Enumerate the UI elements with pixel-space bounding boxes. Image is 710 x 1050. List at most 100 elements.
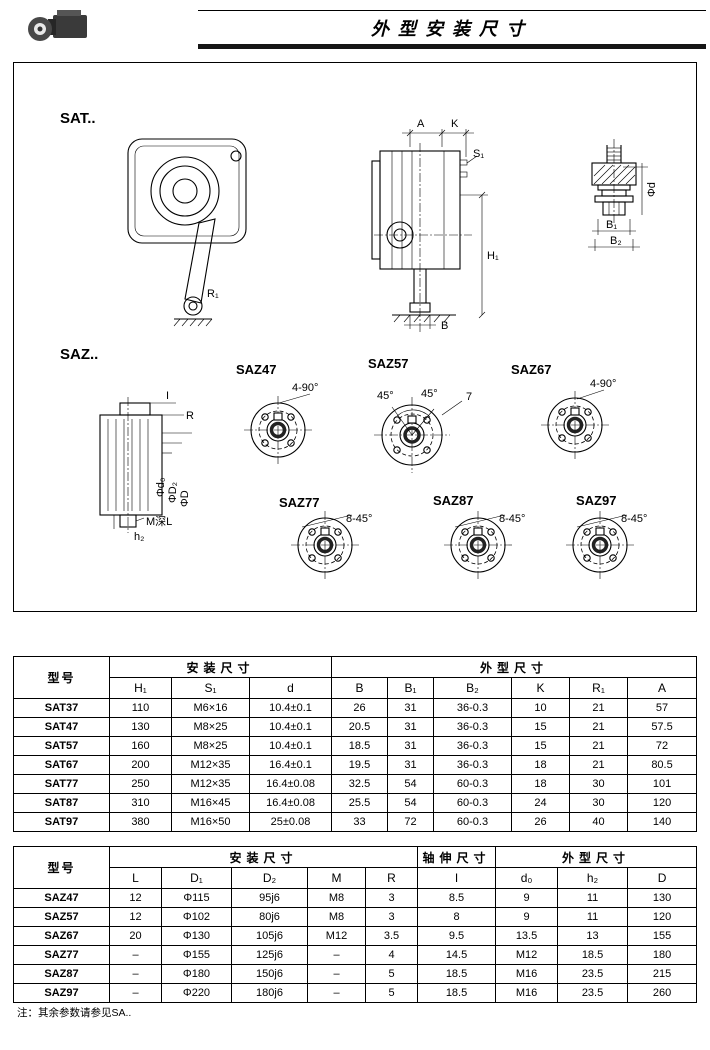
value-cell: 130 — [109, 717, 172, 737]
value-cell: 13.5 — [495, 926, 559, 946]
column-header: D — [627, 867, 698, 889]
model-cell: SAT57 — [13, 736, 110, 756]
value-cell: 18.5 — [557, 945, 629, 965]
sat-side-view — [371, 129, 488, 333]
value-cell: – — [109, 945, 162, 965]
dim-label-i: I — [166, 390, 169, 402]
value-cell: M12 — [307, 926, 366, 946]
value-cell: 10.4±0.1 — [248, 698, 333, 718]
page-title: 外型安装尺寸 — [371, 19, 533, 39]
value-cell: 72 — [627, 736, 698, 756]
value-cell: Φ155 — [161, 945, 232, 965]
value-cell: 23.5 — [557, 983, 629, 1003]
value-cell: 33 — [331, 812, 389, 832]
value-cell: 11 — [557, 888, 629, 908]
value-cell: 150j6 — [231, 964, 308, 984]
dim-label-b2: B₂ — [610, 235, 622, 247]
value-cell: 12 — [109, 888, 162, 908]
value-cell: 10.4±0.1 — [248, 717, 333, 737]
flange-view-saz97 — [566, 511, 634, 579]
value-cell: 31 — [387, 736, 435, 756]
dim-label-phid: Φd — [646, 182, 658, 197]
value-cell: 16.4±0.08 — [248, 774, 333, 794]
value-cell: M16×45 — [171, 793, 250, 813]
flange-view-saz77 — [291, 511, 359, 579]
model-cell: SAZ77 — [13, 945, 110, 965]
value-cell: 18.5 — [331, 736, 389, 756]
value-cell: 110 — [109, 698, 172, 718]
value-cell: 31 — [387, 755, 435, 775]
value-cell: 12 — [109, 907, 162, 927]
value-cell: 36-0.3 — [433, 698, 513, 718]
flange-view-saz67 — [541, 389, 609, 459]
flange-view-saz87 — [444, 511, 512, 579]
column-header: R₁ — [569, 677, 629, 699]
value-cell: 120 — [627, 793, 698, 813]
dim-label-r: R — [186, 410, 194, 422]
title-rule-bottom — [198, 44, 706, 49]
column-header: A — [627, 677, 698, 699]
value-cell: 60-0.3 — [433, 793, 513, 813]
value-cell: 9 — [495, 888, 559, 908]
value-cell: 130 — [627, 888, 698, 908]
footnote: 注：其余参数请参见SA.. — [17, 1007, 132, 1019]
value-cell: 180j6 — [231, 983, 308, 1003]
flange-angle-saz47: 4-90° — [292, 382, 318, 394]
value-cell: 25.5 — [331, 793, 389, 813]
value-cell: 3 — [364, 888, 419, 908]
value-cell: 18.5 — [417, 983, 497, 1003]
value-cell: M16 — [495, 964, 559, 984]
value-cell: 24 — [511, 793, 571, 813]
table-group-header-row: 型号 安装尺寸 轴伸尺寸 外型尺寸 — [13, 846, 698, 889]
value-cell: M8×25 — [171, 717, 250, 737]
dim-label-a: A — [417, 118, 425, 130]
value-cell: M16 — [495, 983, 559, 1003]
value-cell: Φ115 — [161, 888, 232, 908]
flange-angle-saz67: 4-90° — [590, 378, 616, 390]
value-cell: 60-0.3 — [433, 774, 513, 794]
dim-label-phid0: Φd₀ — [155, 478, 167, 497]
value-cell: 80j6 — [231, 907, 308, 927]
value-cell: 125j6 — [231, 945, 308, 965]
group-header-outline: 外型尺寸 — [495, 846, 698, 868]
group-header-mount: 安装尺寸 — [108, 656, 333, 678]
flange-view-saz47 — [244, 393, 312, 464]
column-header: D₂ — [231, 867, 308, 889]
value-cell: 21 — [569, 698, 629, 718]
column-header: B — [331, 677, 389, 699]
dim-label-phiD: ΦD — [179, 490, 191, 507]
flange-label-saz57: SAZ57 — [368, 356, 408, 371]
flange-label-saz67: SAZ67 — [511, 362, 551, 377]
value-cell: 13 — [557, 926, 629, 946]
value-cell: 54 — [387, 774, 435, 794]
flange-angle-saz57: 45° — [377, 390, 394, 402]
value-cell: 8 — [417, 907, 497, 927]
gearbox-logo-icon — [28, 10, 87, 41]
column-header-model: 型号 — [13, 656, 110, 699]
flange-count-saz57: 7 — [466, 391, 472, 403]
value-cell: 40 — [569, 812, 629, 832]
sat-stud-detail-view — [588, 139, 648, 251]
value-cell: 80.5 — [627, 755, 698, 775]
value-cell: 19.5 — [331, 755, 389, 775]
value-cell: – — [109, 964, 162, 984]
flange-view-saz57 — [374, 397, 463, 473]
value-cell: 20 — [109, 926, 162, 946]
model-cell: SAZ47 — [13, 888, 110, 908]
value-cell: 57 — [627, 698, 698, 718]
value-cell: 20.5 — [331, 717, 389, 737]
drawings-panel: SAT.. R₁ — [13, 62, 697, 612]
model-cell: SAT67 — [13, 755, 110, 775]
column-header: d — [248, 677, 333, 699]
value-cell: 215 — [627, 964, 698, 984]
value-cell: 36-0.3 — [433, 717, 513, 737]
value-cell: M16×50 — [171, 812, 250, 832]
flange-angle-saz77: 8-45° — [346, 513, 372, 525]
